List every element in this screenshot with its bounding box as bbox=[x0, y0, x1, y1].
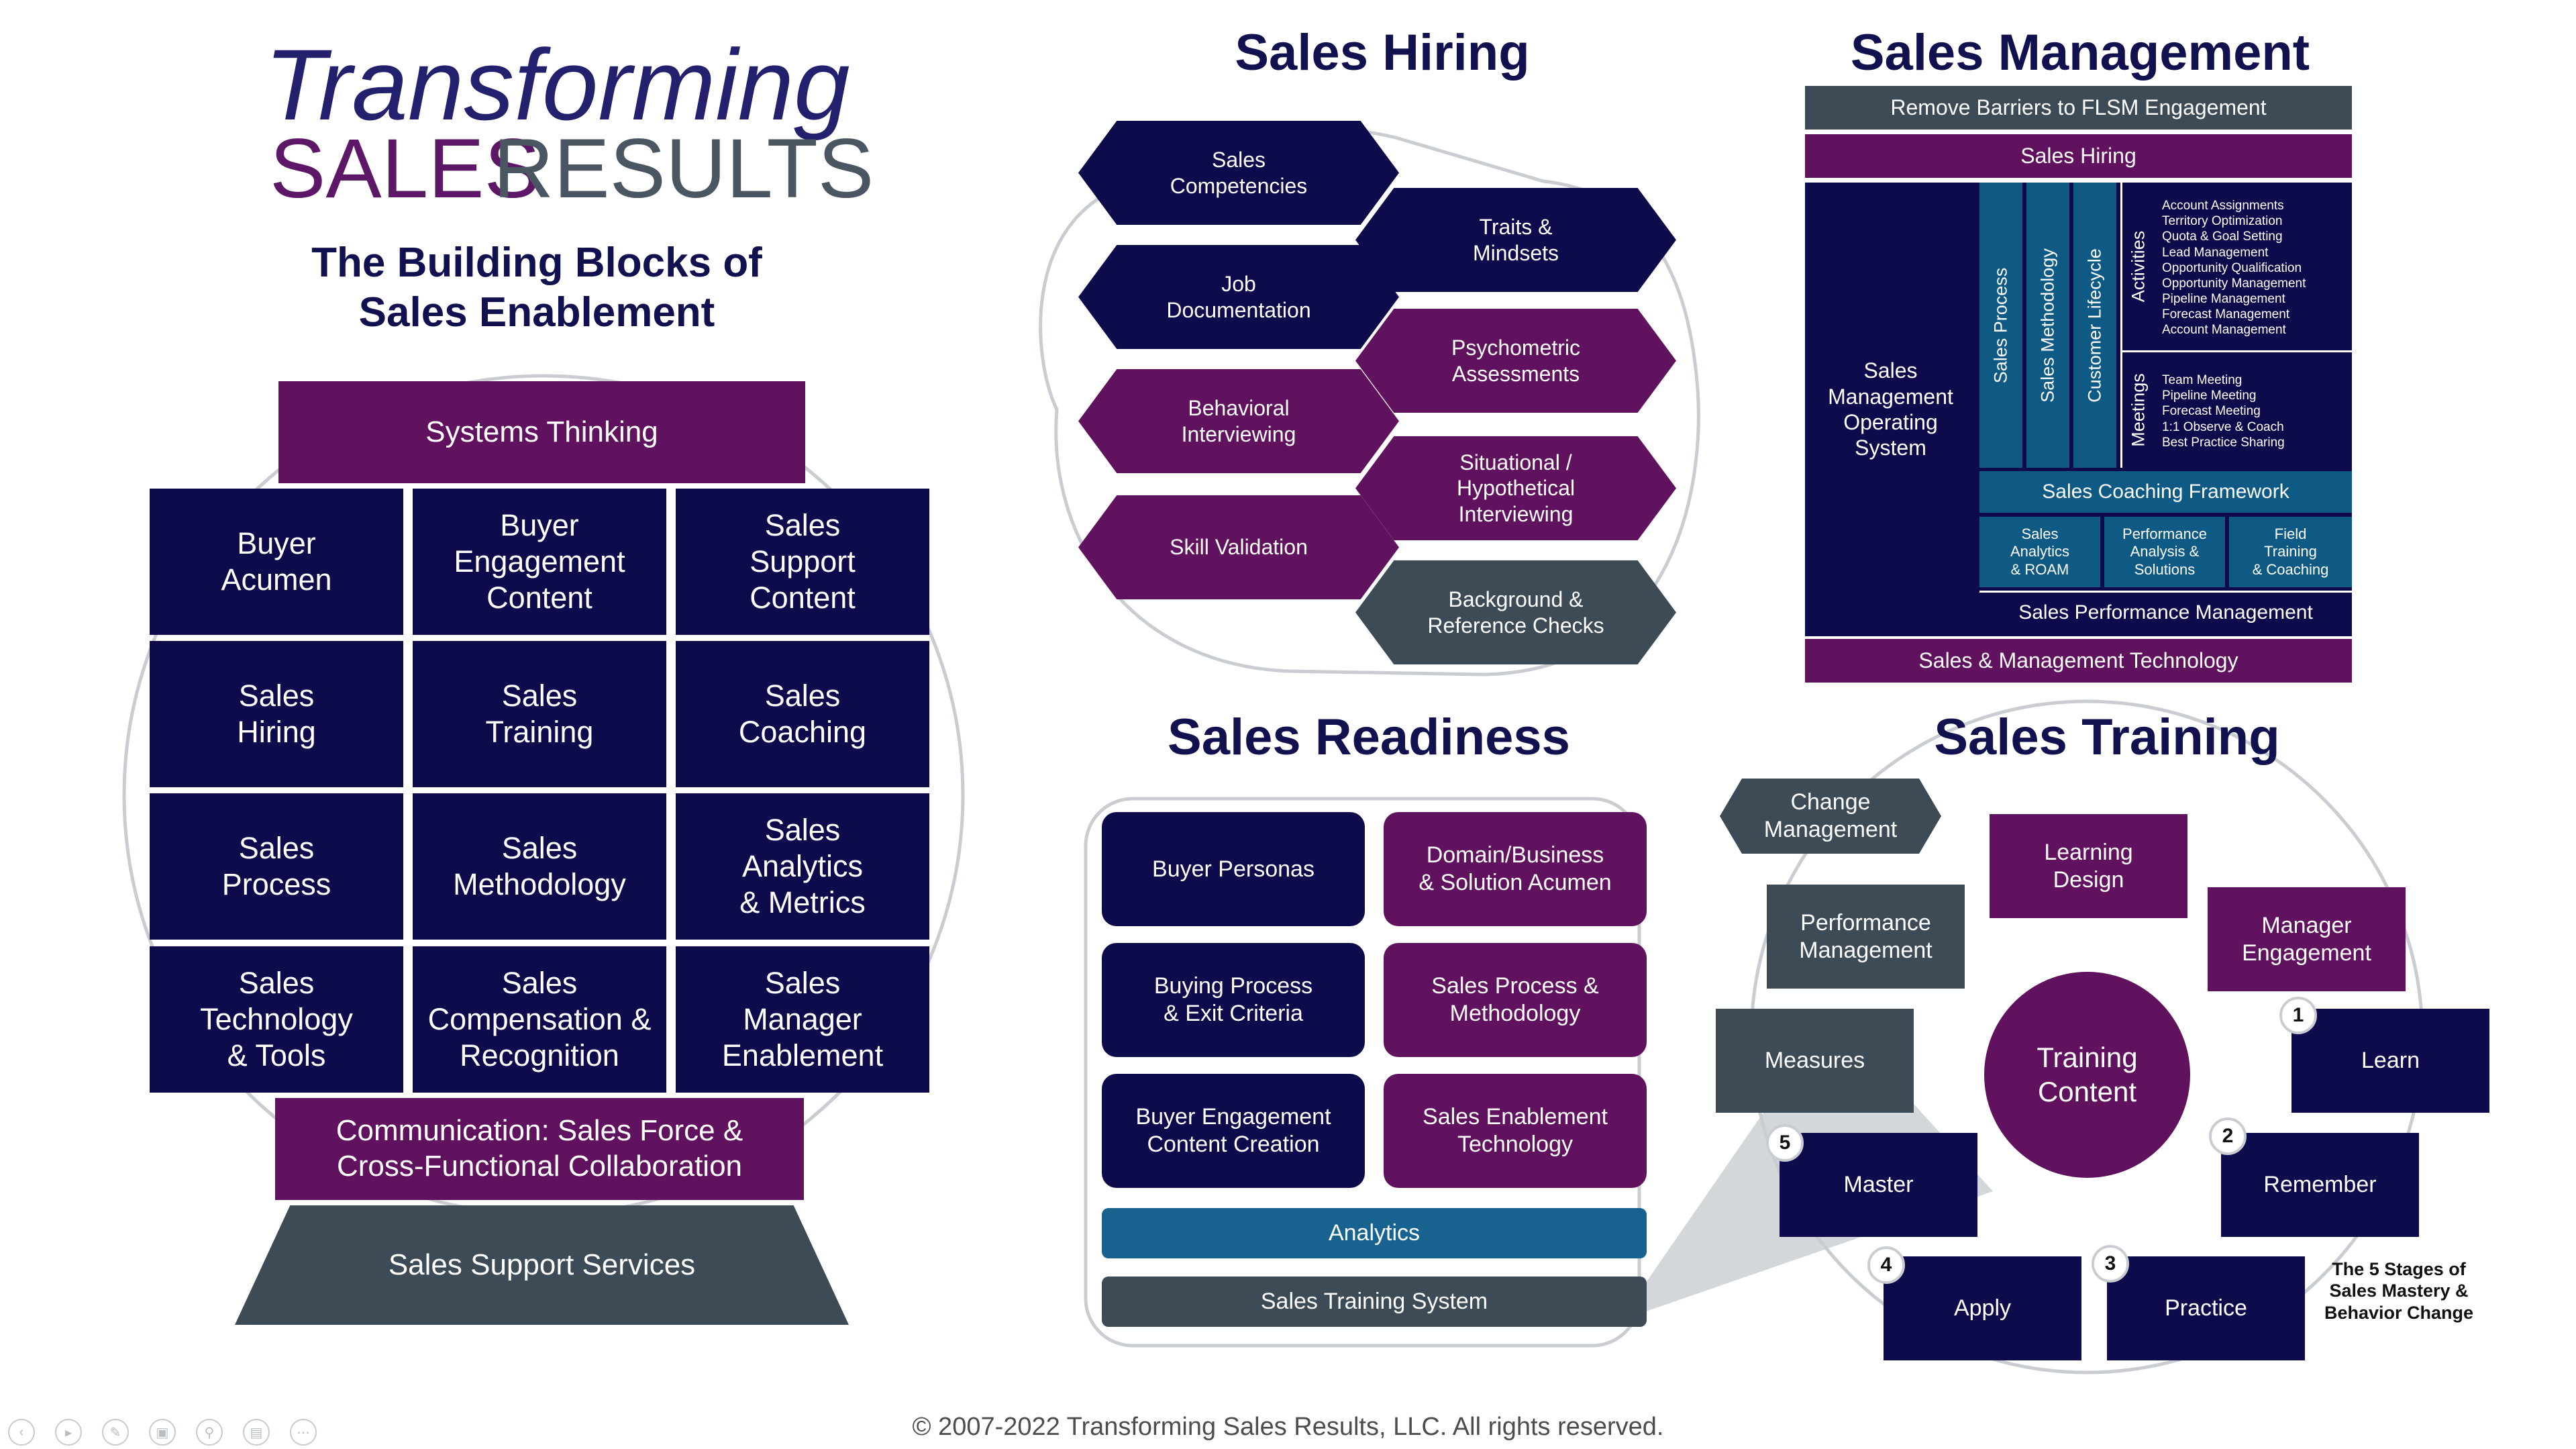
stages-note: The 5 Stages of Sales Mastery & Behavior… bbox=[2324, 1259, 2474, 1323]
operating-system-label: Sales Management Operating System bbox=[1805, 183, 1976, 636]
measures-box: Measures bbox=[1716, 1009, 1914, 1113]
divider bbox=[2120, 350, 2352, 352]
management-technology-bar: Sales & Management Technology bbox=[1805, 639, 2352, 683]
block-sales-analytics: Sales Analytics & Metrics bbox=[676, 793, 929, 940]
subtitles-icon[interactable]: ▤ bbox=[243, 1419, 270, 1446]
presentation-toolbar: ‹ ▸ ✎ ▣ ⚲ ▤ ⋯ bbox=[8, 1419, 317, 1446]
readiness-training-system-bar: Sales Training System bbox=[1102, 1277, 1647, 1327]
block-sales-training: Sales Training bbox=[413, 641, 666, 787]
building-blocks-title: The Building Blocks of Sales Enablement bbox=[311, 240, 762, 336]
column-customer-lifecycle bbox=[2073, 183, 2116, 468]
readiness-buyer-personas: Buyer Personas bbox=[1102, 812, 1365, 926]
readiness-outline bbox=[1084, 797, 1641, 1348]
stage-1-badge: 1 bbox=[2279, 997, 2317, 1034]
vertical-sales-methodology: Sales Methodology bbox=[2037, 248, 2058, 403]
block-sales-process: Sales Process bbox=[150, 793, 403, 940]
hex-sales-competencies: Sales Competencies bbox=[1078, 121, 1399, 225]
readiness-buyer-engagement-content: Buyer Engagement Content Creation bbox=[1102, 1074, 1365, 1188]
activities-label: Activities bbox=[2128, 230, 2149, 303]
vertical-sales-process: Sales Process bbox=[1990, 267, 2011, 384]
readiness-enablement-technology: Sales Enablement Technology bbox=[1384, 1074, 1647, 1188]
logo-transforming: Transforming bbox=[264, 28, 850, 141]
zoom-icon[interactable]: ⚲ bbox=[196, 1419, 223, 1446]
block-buyer-acumen: Buyer Acumen bbox=[150, 489, 403, 635]
sales-support-services-base: Sales Support Services bbox=[235, 1205, 849, 1325]
copyright-footer: © 2007-2022 Transforming Sales Results, … bbox=[912, 1413, 1664, 1441]
performance-management-box: Performance Management bbox=[1767, 885, 1965, 989]
stage-practice-box: Practice bbox=[2107, 1256, 2305, 1360]
block-sales-hiring: Sales Hiring bbox=[150, 641, 403, 787]
play-icon[interactable]: ▸ bbox=[55, 1419, 82, 1446]
activities-list: Account Assignments Territory Optimizati… bbox=[2162, 199, 2306, 338]
hex-background-checks: Background & Reference Checks bbox=[1355, 560, 1676, 664]
block-sales-methodology: Sales Methodology bbox=[413, 793, 666, 940]
readiness-analytics-bar: Analytics bbox=[1102, 1208, 1647, 1258]
slides-icon[interactable]: ▣ bbox=[149, 1419, 176, 1446]
performance-management-bar: Sales Performance Management bbox=[1979, 591, 2352, 632]
pen-icon[interactable]: ✎ bbox=[102, 1419, 129, 1446]
readiness-domain-acumen: Domain/Business & Solution Acumen bbox=[1384, 812, 1647, 926]
sales-management-title: Sales Management bbox=[1850, 24, 2310, 81]
coaching-framework-bar: Sales Coaching Framework bbox=[1979, 471, 2352, 513]
meetings-column bbox=[2120, 352, 2157, 468]
meetings-list: Team Meeting Pipeline Meeting Forecast M… bbox=[2162, 373, 2285, 450]
vertical-customer-lifecycle: Customer Lifecycle bbox=[2084, 248, 2105, 403]
hex-psychometric-assessments: Psychometric Assessments bbox=[1355, 309, 1676, 413]
hex-situational-interviewing: Situational / Hypothetical Interviewing bbox=[1355, 436, 1676, 540]
block-buyer-engagement-content: Buyer Engagement Content bbox=[413, 489, 666, 635]
previous-icon[interactable]: ‹ bbox=[8, 1419, 35, 1446]
column-sales-methodology bbox=[2026, 183, 2069, 468]
stage-4-badge: 4 bbox=[1867, 1246, 1905, 1284]
hex-job-documentation: Job Documentation bbox=[1078, 245, 1399, 349]
mgmt-sales-hiring-bar: Sales Hiring bbox=[1805, 134, 2352, 178]
remove-barriers-bar: Remove Barriers to FLSM Engagement bbox=[1805, 86, 2352, 130]
column-sales-process bbox=[1979, 183, 2022, 468]
stage-master-box: Master bbox=[1780, 1133, 1977, 1237]
stage-3-badge: 3 bbox=[2092, 1245, 2129, 1283]
learning-design-box: Learning Design bbox=[1990, 814, 2187, 918]
hex-skill-validation: Skill Validation bbox=[1078, 495, 1399, 599]
stage-apply-box: Apply bbox=[1884, 1256, 2081, 1360]
field-training-box: Field Training & Coaching bbox=[2229, 517, 2352, 587]
manager-engagement-box: Manager Engagement bbox=[2208, 887, 2406, 991]
meetings-label: Meetings bbox=[2128, 373, 2149, 447]
block-sales-coaching: Sales Coaching bbox=[676, 641, 929, 787]
block-sales-compensation: Sales Compensation & Recognition bbox=[413, 946, 666, 1093]
stage-2-badge: 2 bbox=[2209, 1117, 2247, 1155]
communication-bar: Communication: Sales Force & Cross-Funct… bbox=[275, 1098, 804, 1200]
performance-analysis-box: Performance Analysis & Solutions bbox=[2104, 517, 2225, 587]
logo-results: RESULTS bbox=[493, 122, 874, 215]
sales-training-title: Sales Training bbox=[1934, 709, 2280, 766]
logo-sales: SALES bbox=[270, 122, 541, 215]
analytics-roam-box: Sales Analytics & ROAM bbox=[1979, 517, 2100, 587]
training-content-circle: Training Content bbox=[1984, 972, 2190, 1178]
stage-learn-box: Learn bbox=[2291, 1009, 2489, 1113]
sales-readiness-title: Sales Readiness bbox=[1168, 709, 1570, 766]
more-icon[interactable]: ⋯ bbox=[290, 1419, 317, 1446]
hex-traits-mindsets: Traits & Mindsets bbox=[1355, 188, 1676, 292]
block-sales-manager-enablement: Sales Manager Enablement bbox=[676, 946, 929, 1093]
stage-5-badge: 5 bbox=[1766, 1124, 1804, 1162]
readiness-buying-process: Buying Process & Exit Criteria bbox=[1102, 943, 1365, 1057]
stage-remember-box: Remember bbox=[2221, 1133, 2419, 1237]
block-sales-technology: Sales Technology & Tools bbox=[150, 946, 403, 1093]
sales-hiring-title: Sales Hiring bbox=[1235, 24, 1530, 81]
change-management-hex: Change Management bbox=[1720, 779, 1941, 854]
systems-thinking-bar: Systems Thinking bbox=[278, 381, 805, 483]
block-sales-support-content: Sales Support Content bbox=[676, 489, 929, 635]
readiness-sales-process-methodology: Sales Process & Methodology bbox=[1384, 943, 1647, 1057]
activities-column bbox=[2120, 183, 2157, 350]
hex-behavioral-interviewing: Behavioral Interviewing bbox=[1078, 369, 1399, 473]
